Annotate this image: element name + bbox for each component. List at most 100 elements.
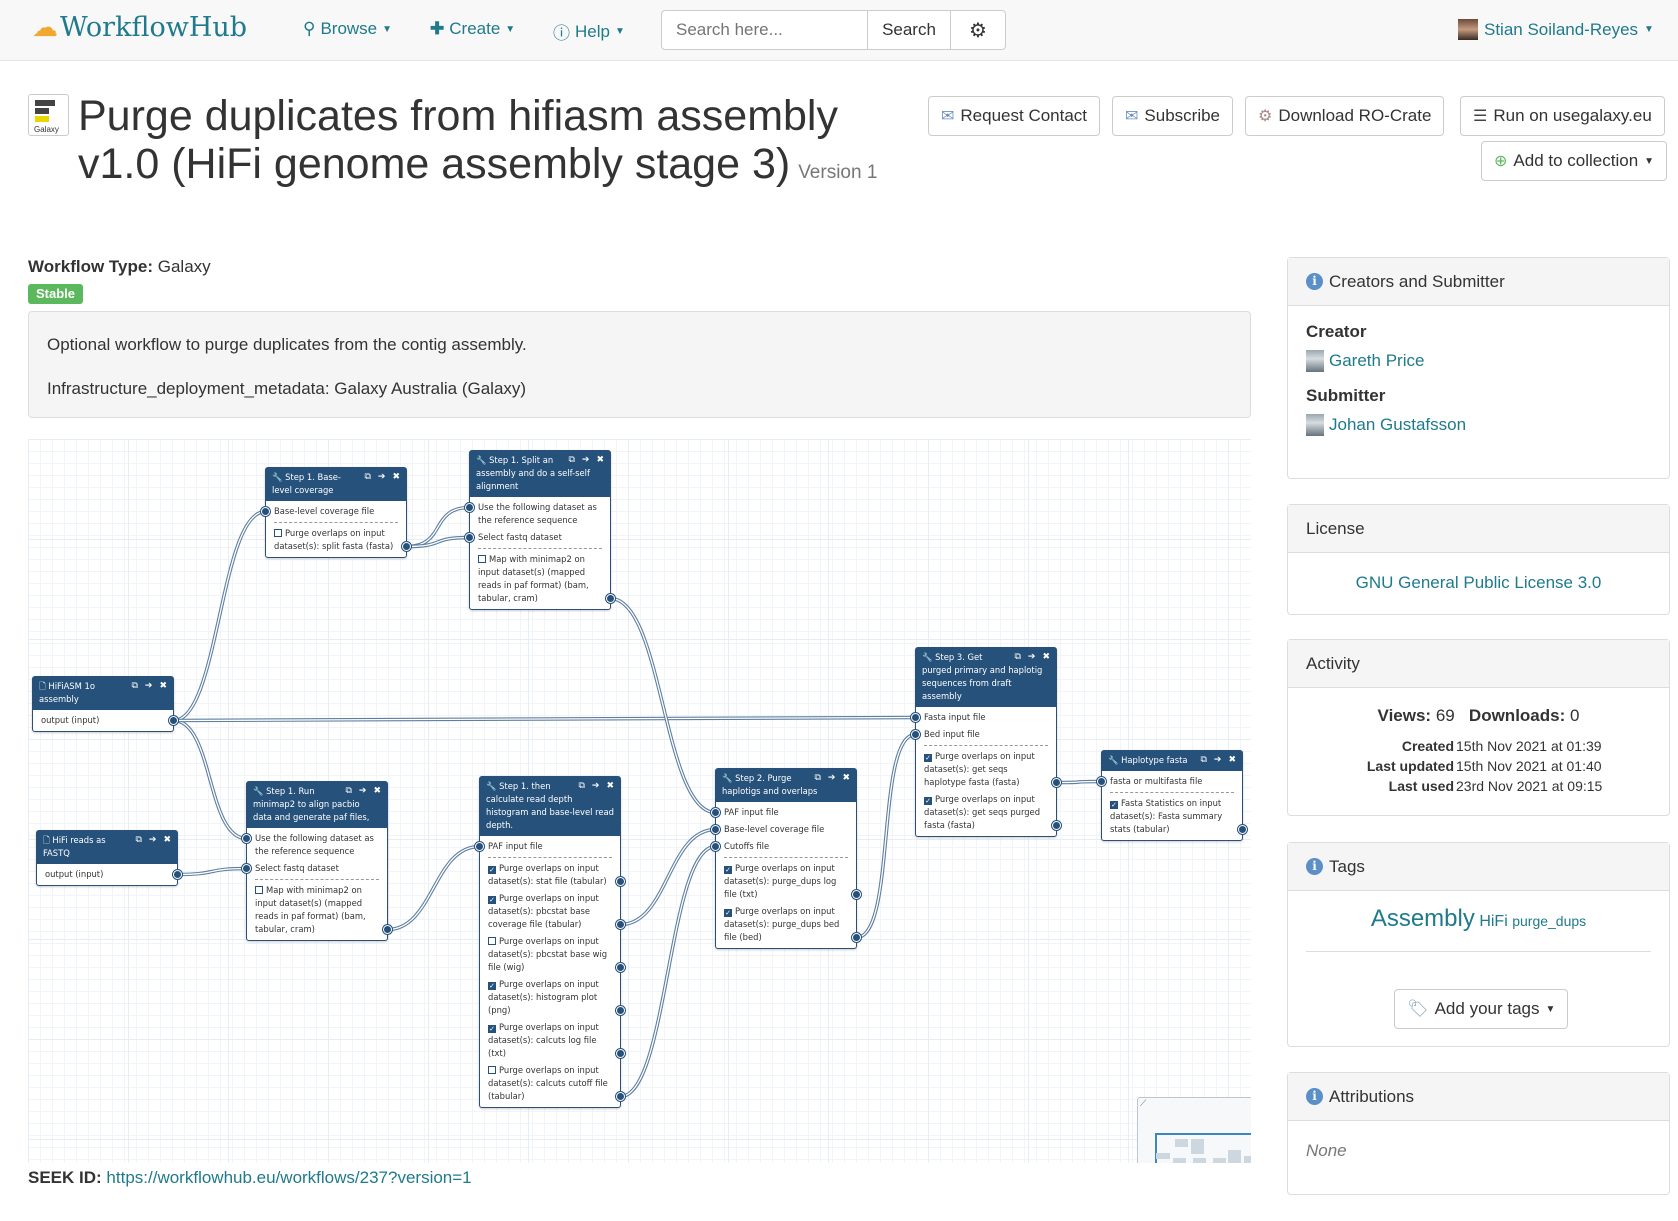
user-menu[interactable]: Stian Soiland-Reyes▼	[1458, 19, 1654, 40]
close-icon[interactable]: ✖	[606, 781, 614, 791]
input-port[interactable]	[711, 825, 720, 834]
output-port[interactable]	[169, 716, 178, 725]
tag-link[interactable]: HiFi	[1479, 913, 1508, 930]
node-header[interactable]: ⧉➔✖🔧 Step 3. Get purged primary and hapl…	[916, 648, 1056, 707]
node-header[interactable]: ⧉➔✖🔧 Step 1. then calculate read depth h…	[480, 777, 620, 836]
arrow-right-icon[interactable]: ➔	[1213, 755, 1222, 765]
input-port[interactable]	[911, 730, 920, 739]
checkbox-checked-icon[interactable]: ✓	[924, 754, 932, 762]
checkbox-icon[interactable]	[274, 529, 282, 537]
input-port[interactable]	[1097, 777, 1106, 786]
arrow-right-icon[interactable]: ➔	[148, 835, 157, 845]
brand-logo[interactable]: ☁WorkflowHub	[32, 12, 247, 43]
license-link[interactable]: GNU General Public License 3.0	[1355, 573, 1602, 592]
search-settings-gear-icon[interactable]: ⚙	[950, 11, 1005, 49]
seek-id-link[interactable]: https://workflowhub.eu/workflows/237?ver…	[106, 1168, 472, 1187]
workflow-node[interactable]: ⧉➔✖🔧 Step 1. Split an assembly and do a …	[465, 450, 615, 610]
copy-icon[interactable]: ⧉	[364, 472, 371, 482]
copy-icon[interactable]: ⧉	[1200, 755, 1207, 765]
output-port[interactable]	[616, 963, 625, 972]
output-port[interactable]	[606, 594, 615, 603]
copy-icon[interactable]: ⧉	[578, 781, 585, 791]
checkbox-checked-icon[interactable]: ✓	[488, 1025, 496, 1033]
node-header[interactable]: ⧉➔✖🗋 HiFi reads as FASTQ	[37, 831, 177, 864]
close-icon[interactable]: ✖	[159, 681, 167, 691]
copy-icon[interactable]: ⧉	[131, 681, 138, 691]
output-port[interactable]	[852, 890, 861, 899]
checkbox-checked-icon[interactable]: ✓	[1110, 801, 1118, 809]
output-port[interactable]	[616, 877, 625, 886]
checkbox-icon[interactable]	[488, 1066, 496, 1074]
close-icon[interactable]: ✖	[373, 786, 381, 796]
browse-menu[interactable]: ⚲Browse▼	[303, 19, 392, 39]
node-header[interactable]: ⧉➔✖🔧 Step 2. Purge haplotigs and overlap…	[716, 769, 856, 802]
node-header[interactable]: ⧉➔✖🔧 Step 1. Base-level coverage	[266, 468, 406, 501]
close-icon[interactable]: ✖	[1042, 652, 1050, 662]
output-port[interactable]	[1052, 778, 1061, 787]
checkbox-checked-icon[interactable]: ✓	[488, 866, 496, 874]
checkbox-checked-icon[interactable]: ✓	[724, 909, 732, 917]
copy-icon[interactable]: ⧉	[814, 773, 821, 783]
input-port[interactable]	[465, 533, 474, 542]
output-port[interactable]	[852, 933, 861, 942]
arrow-right-icon[interactable]: ➔	[144, 681, 153, 691]
copy-icon[interactable]: ⧉	[568, 455, 575, 465]
search-input[interactable]	[662, 11, 867, 49]
input-port[interactable]	[242, 834, 251, 843]
run-galaxy-button[interactable]: ☰Run on usegalaxy.eu	[1460, 96, 1665, 136]
request-contact-button[interactable]: ✉Request Contact	[928, 96, 1101, 136]
close-icon[interactable]: ✖	[163, 835, 171, 845]
add-tags-button[interactable]: 🏷Add your tags▼	[1394, 989, 1569, 1029]
input-port[interactable]	[261, 507, 270, 516]
submitter-link[interactable]: Johan Gustafsson	[1329, 415, 1467, 434]
input-port[interactable]	[711, 842, 720, 851]
checkbox-icon[interactable]	[478, 555, 486, 563]
output-port[interactable]	[616, 1092, 625, 1101]
copy-icon[interactable]: ⧉	[1014, 652, 1021, 662]
copy-icon[interactable]: ⧉	[135, 835, 142, 845]
output-port[interactable]	[616, 1049, 625, 1058]
output-port[interactable]	[616, 1006, 625, 1015]
arrow-right-icon[interactable]: ➔	[377, 472, 386, 482]
copy-icon[interactable]: ⧉	[345, 786, 352, 796]
tag-link[interactable]: purge_dups	[1512, 913, 1587, 929]
arrow-right-icon[interactable]: ➔	[581, 455, 590, 465]
output-port[interactable]	[173, 870, 182, 879]
input-port[interactable]	[911, 713, 920, 722]
create-menu[interactable]: ✚Create▼	[430, 19, 515, 39]
checkbox-icon[interactable]	[488, 937, 496, 945]
minimap-viewport[interactable]	[1155, 1133, 1251, 1163]
input-port[interactable]	[711, 808, 720, 817]
node-header[interactable]: ⧉➔✖🗋 HiFiASM 1o assembly	[33, 677, 173, 710]
resize-handle-icon[interactable]: ⟋	[1140, 1098, 1147, 1108]
arrow-right-icon[interactable]: ➔	[591, 781, 600, 791]
arrow-right-icon[interactable]: ➔	[827, 773, 836, 783]
workflow-node[interactable]: ⧉➔✖🔧 Step 1. Run minimap2 to align pacbi…	[242, 781, 392, 941]
workflow-node[interactable]: ⧉➔✖🔧 Step 2. Purge haplotigs and overlap…	[711, 768, 861, 949]
input-port[interactable]	[475, 842, 484, 851]
close-icon[interactable]: ✖	[1228, 755, 1236, 765]
close-icon[interactable]: ✖	[392, 472, 400, 482]
checkbox-checked-icon[interactable]: ✓	[924, 797, 932, 805]
workflow-node[interactable]: ⧉➔✖🔧 Step 1. then calculate read depth h…	[475, 776, 625, 1108]
checkbox-checked-icon[interactable]: ✓	[488, 896, 496, 904]
search-button[interactable]: Search	[867, 11, 950, 49]
add-to-collection-button[interactable]: ⊕Add to collection▼	[1481, 141, 1668, 181]
output-port[interactable]	[1052, 821, 1061, 830]
workflow-node[interactable]: ⧉➔✖🔧 Step 3. Get purged primary and hapl…	[911, 647, 1061, 837]
checkbox-icon[interactable]	[255, 886, 263, 894]
output-port[interactable]	[1238, 825, 1247, 834]
output-port[interactable]	[616, 920, 625, 929]
download-ro-crate-button[interactable]: ⚙Download RO-Crate	[1245, 96, 1445, 136]
input-port[interactable]	[465, 503, 474, 512]
node-header[interactable]: ⧉➔✖🔧 Step 1. Run minimap2 to align pacbi…	[247, 782, 387, 828]
input-port[interactable]	[242, 864, 251, 873]
node-header[interactable]: ⧉➔✖🔧 Haplotype fasta	[1102, 751, 1242, 771]
close-icon[interactable]: ✖	[842, 773, 850, 783]
